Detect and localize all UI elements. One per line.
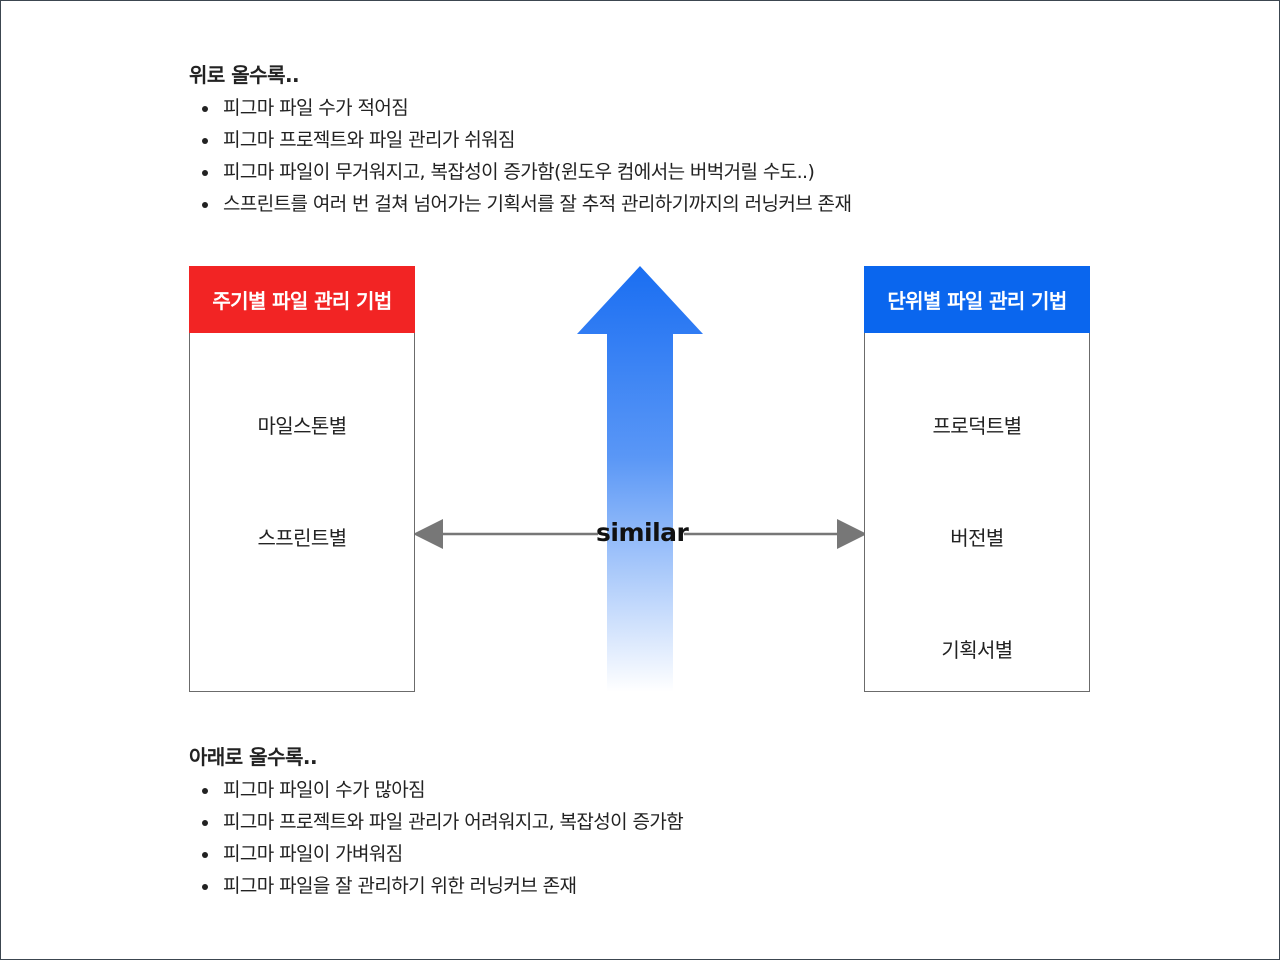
cycle-based-box-title: 주기별 파일 관리 기법: [212, 289, 392, 313]
top-notes-list: 피그마 파일 수가 적어짐 피그마 프로젝트와 파일 관리가 쉬워짐 피그마 파…: [189, 92, 852, 220]
list-item: 피그마 프로젝트와 파일 관리가 쉬워짐: [189, 124, 851, 156]
list-item: 피그마 프로젝트와 파일 관리가 어려워지고, 복잡성이 증가함: [189, 806, 684, 838]
top-notes-heading: 위로 올수록..: [189, 63, 300, 87]
unit-based-box-title: 단위별 파일 관리 기법: [887, 289, 1067, 313]
bottom-notes-heading: 아래로 올수록..: [189, 745, 318, 769]
cycle-based-box-header: 주기별 파일 관리 기법: [189, 266, 415, 333]
box-item-version: 버전별: [950, 526, 1004, 550]
list-item: 피그마 파일이 가벼워짐: [189, 838, 683, 870]
bottom-notes: 아래로 올수록.. 피그마 파일이 수가 많아짐 피그마 프로젝트와 파일 관리…: [189, 742, 684, 902]
list-item: 피그마 파일을 잘 관리하기 위한 러닝커브 존재: [189, 870, 683, 902]
unit-based-box-header: 단위별 파일 관리 기법: [864, 266, 1090, 333]
list-item: 스프린트를 여러 번 걸쳐 넘어가는 기획서를 잘 추적 관리하기까지의 러닝커…: [189, 188, 852, 220]
list-item: 피그마 파일이 수가 많아짐: [189, 774, 683, 806]
box-item-product: 프로덕트별: [932, 414, 1023, 438]
similar-label: similar: [596, 518, 689, 547]
bottom-notes-list: 피그마 파일이 수가 많아짐 피그마 프로젝트와 파일 관리가 어려워지고, 복…: [189, 774, 684, 902]
top-notes: 위로 올수록.. 피그마 파일 수가 적어짐 피그마 프로젝트와 파일 관리가 …: [189, 60, 852, 220]
up-arrow-icon: [577, 266, 703, 692]
list-item: 피그마 파일 수가 적어짐: [189, 92, 851, 124]
box-item-spec: 기획서별: [941, 638, 1013, 662]
box-item-sprint: 스프린트별: [257, 526, 348, 550]
cycle-based-box: 주기별 파일 관리 기법 마일스톤별 스프린트별: [189, 266, 415, 692]
box-item-milestone: 마일스톤별: [257, 414, 348, 438]
list-item: 피그마 파일이 무거워지고, 복잡성이 증가함(윈도우 컴에서는 버벅거릴 수도…: [189, 156, 851, 188]
unit-based-box: 단위별 파일 관리 기법 프로덕트별 버전별 기획서별: [864, 266, 1090, 692]
